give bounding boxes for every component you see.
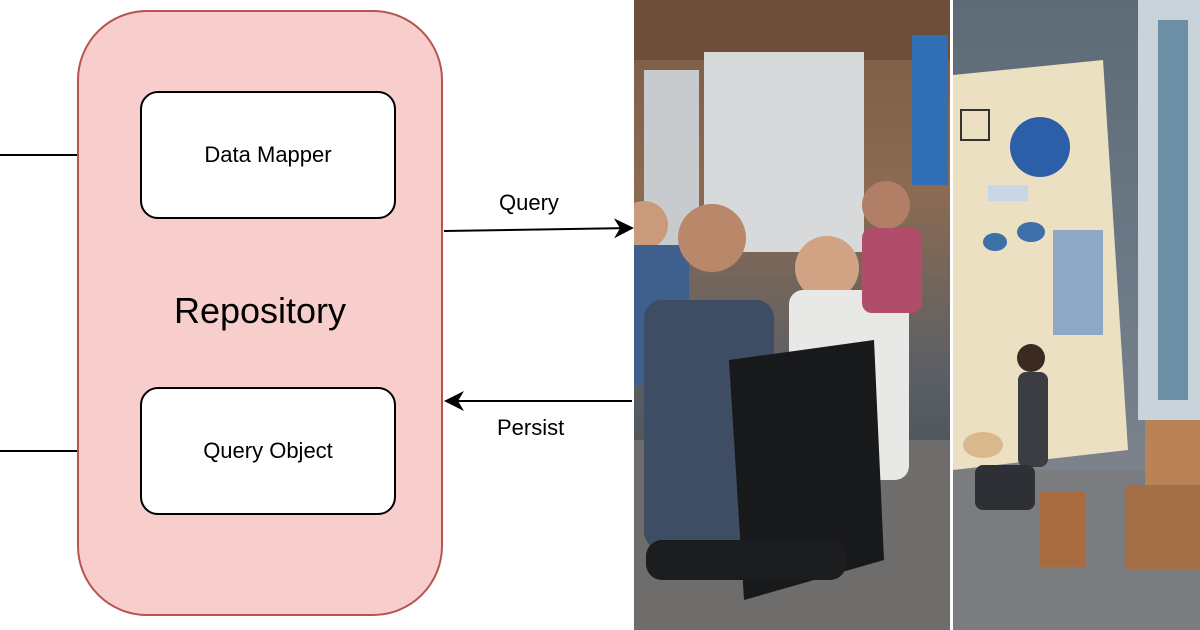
painter-illustration bbox=[953, 0, 1200, 630]
repository-diagram: Repository Data Mapper Query Object Quer… bbox=[0, 10, 634, 616]
query-object-label: Query Object bbox=[203, 438, 333, 463]
repository-label: Repository bbox=[173, 290, 347, 331]
office-meeting-photo bbox=[634, 0, 950, 630]
arrow-query-out bbox=[443, 218, 634, 239]
query-object-box: Query Object bbox=[140, 387, 396, 515]
photo-separator bbox=[950, 0, 953, 630]
office-scene bbox=[634, 0, 950, 630]
data-mapper-label: Data Mapper bbox=[204, 142, 332, 167]
data-mapper-box: Data Mapper bbox=[140, 91, 396, 219]
persist-edge-label: Persist bbox=[497, 415, 565, 440]
painter-scene bbox=[953, 0, 1200, 630]
query-edge-label: Query bbox=[499, 190, 559, 215]
